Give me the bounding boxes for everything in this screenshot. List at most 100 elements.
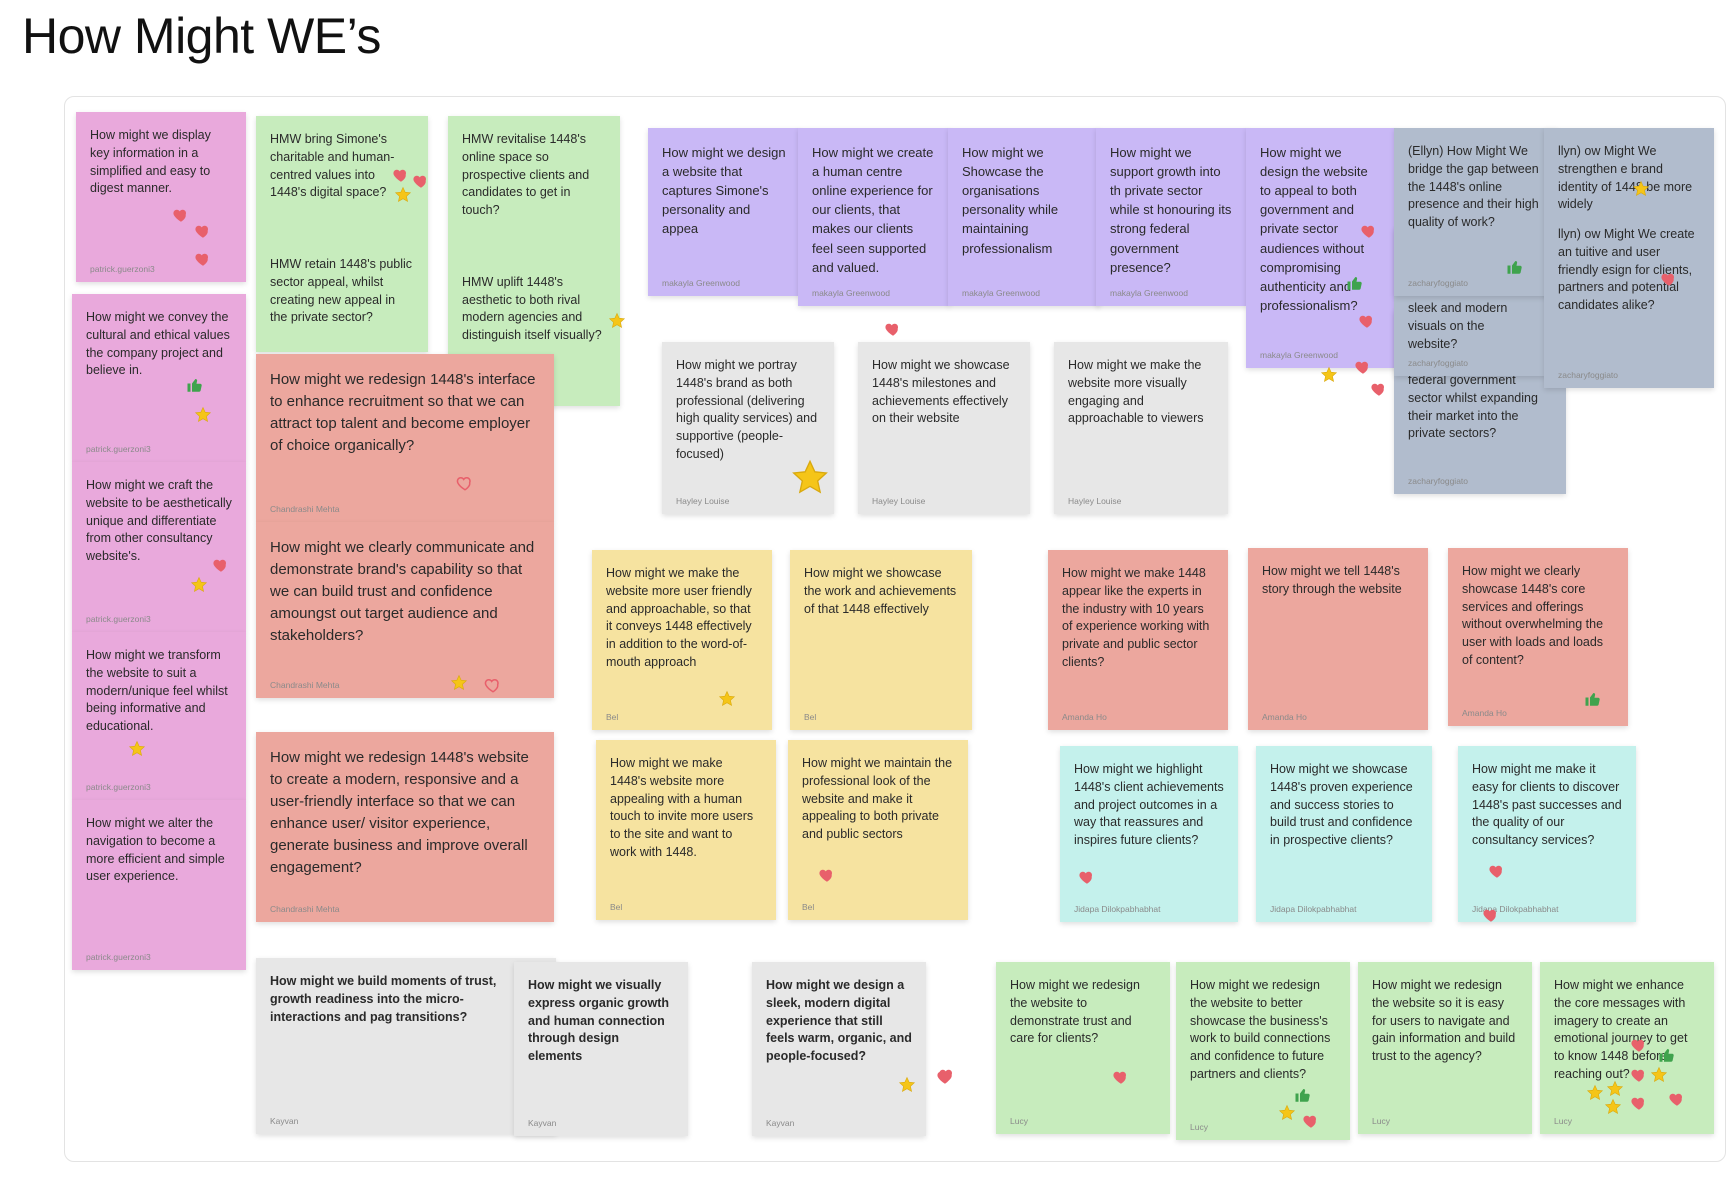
sticky-note[interactable]: How might we make 1448's website more ap… [596,740,776,920]
sticky-note[interactable]: How might we redesign 1448's website to … [256,732,554,922]
note-author: makayla Greenwood [1260,350,1338,360]
star-icon[interactable] [128,740,146,758]
sticky-note[interactable]: How might we visually express organic gr… [514,962,688,1136]
star-icon[interactable] [608,312,626,330]
heart-icon[interactable] [936,1068,954,1086]
note-author: zacharyfoggiato [1558,370,1619,380]
note-author: Amanda Ho [1062,712,1107,722]
heart-icon[interactable] [212,556,230,574]
sticky-note[interactable]: How might we make the website more visua… [1054,342,1228,514]
heart-icon[interactable] [1358,312,1376,330]
heart-icon[interactable] [1630,1036,1648,1054]
heart-icon[interactable] [194,222,212,240]
sticky-note[interactable]: How might we design the website to appea… [1246,128,1396,368]
thumbs-up-icon[interactable] [1294,1086,1312,1104]
sticky-note[interactable]: How might we Showcase the organisations … [948,128,1100,306]
star-icon[interactable] [190,576,208,594]
star-icon[interactable] [1606,1080,1624,1098]
star-icon[interactable] [1650,1066,1668,1084]
star-icon[interactable] [1604,1098,1622,1116]
thumbs-up-icon[interactable] [1658,1046,1676,1064]
sticky-note[interactable]: How might we highlight 1448's client ach… [1060,746,1238,922]
heart-icon[interactable] [1630,1094,1648,1112]
note-text: How might we redesign 1448's interface t… [270,371,536,455]
heart-icon[interactable] [412,172,430,190]
note-author: Kayvan [766,1118,795,1128]
heart-icon[interactable] [1360,222,1378,240]
heart-icon[interactable] [884,320,902,338]
thumbs-up-icon[interactable] [1506,258,1524,276]
sticky-note[interactable]: How might we design a sleek, modern digi… [752,962,926,1136]
sticky-note[interactable]: How might we tell 1448's story through t… [1248,548,1428,730]
heart-icon[interactable] [484,676,502,694]
star-icon[interactable] [1632,180,1650,198]
note-text: How might we clearly communicate and dem… [270,539,535,645]
sticky-note[interactable]: How might we support growth into th priv… [1096,128,1248,306]
heart-icon[interactable] [456,474,474,492]
heart-icon[interactable] [1078,868,1096,886]
sticky-note[interactable]: How might we showcase 1448's proven expe… [1256,746,1432,922]
thumbs-up-icon[interactable] [186,376,204,394]
sticky-note[interactable]: How might we build moments of trust, gro… [256,958,556,1134]
sticky-note[interactable]: How might we transform the website to su… [72,632,246,800]
note-author: Chandrashi Mehta [270,504,340,514]
star-icon[interactable] [790,458,830,498]
sticky-note[interactable]: How might we craft the website to be aes… [72,462,246,632]
thumbs-up-icon[interactable] [1346,274,1364,292]
heart-icon[interactable] [194,250,212,268]
sticky-note[interactable]: HMW bring Simone's charitable and human-… [256,116,428,352]
star-icon[interactable] [1278,1104,1296,1122]
star-icon[interactable] [1320,366,1338,384]
note-author: patrick.guerzoni3 [86,614,151,624]
heart-icon[interactable] [1482,906,1500,924]
sticky-note[interactable]: How might we convey the cultural and eth… [72,294,246,462]
sticky-note[interactable]: How might we enhance the core messages w… [1540,962,1714,1134]
star-icon[interactable] [1586,1084,1604,1102]
sticky-note[interactable]: How might we showcase the work and achie… [790,550,972,730]
note-author: Bel [804,712,817,722]
note-author: Lucy [1372,1116,1390,1126]
sticky-note[interactable]: How might we design a website that captu… [648,128,800,296]
sticky-note[interactable]: How might we clearly showcase 1448's cor… [1448,548,1628,726]
sticky-note[interactable]: How might we maintain the professional l… [788,740,968,920]
page-title: How Might WE’s [22,8,381,64]
star-icon[interactable] [718,690,736,708]
note-author: Bel [606,712,619,722]
note-text: How might we enhance the core messages w… [1554,978,1688,1081]
sticky-note[interactable]: How might me make it easy for clients to… [1458,746,1636,922]
star-icon[interactable] [898,1076,916,1094]
heart-icon[interactable] [1488,862,1506,880]
heart-icon[interactable] [818,866,836,884]
heart-icon[interactable] [1660,270,1678,288]
note-author: makayla Greenwood [662,278,740,288]
heart-icon[interactable] [1354,358,1372,376]
star-icon[interactable] [450,674,468,692]
sticky-note[interactable]: How might we redesign the website to bet… [1176,962,1350,1140]
sticky-note[interactable]: How might we showcase 1448's milestones … [858,342,1030,514]
heart-icon[interactable] [1112,1068,1130,1086]
heart-icon[interactable] [1668,1090,1686,1108]
heart-icon[interactable] [172,206,190,224]
sticky-note[interactable]: llyn) ow Might We strengthen e brand ide… [1544,128,1714,388]
star-icon[interactable] [394,186,412,204]
thumbs-up-icon[interactable] [1584,690,1602,708]
heart-icon[interactable] [392,166,410,184]
note-text: How might we visually express organic gr… [528,978,670,1063]
star-icon[interactable] [194,406,212,424]
heart-icon[interactable] [1630,1066,1648,1084]
sticky-note[interactable]: (Ellyn) How Might We bridge the gap betw… [1394,128,1558,296]
sticky-note[interactable]: How might we display key information in … [76,112,246,282]
heart-icon[interactable] [1302,1112,1320,1130]
sticky-note[interactable]: How might we redesign 1448's interface t… [256,354,554,522]
sticky-note[interactable]: How might we make the website more user … [592,550,772,730]
sticky-note[interactable]: How might we redesign the website to dem… [996,962,1170,1134]
note-author: Chandrashi Mehta [270,680,340,690]
sticky-note[interactable]: How might we make 1448 appear like the e… [1048,550,1228,730]
sticky-note[interactable]: How might we create a human centre onlin… [798,128,950,306]
sticky-note[interactable]: How might we alter the navigation to bec… [72,800,246,970]
sticky-note[interactable]: How might we redesign the website so it … [1358,962,1532,1134]
note-author: patrick.guerzoni3 [86,444,151,454]
sticky-note[interactable]: How might we clearly communicate and dem… [256,522,554,698]
note-author: makayla Greenwood [1110,288,1188,298]
heart-icon[interactable] [1370,380,1388,398]
